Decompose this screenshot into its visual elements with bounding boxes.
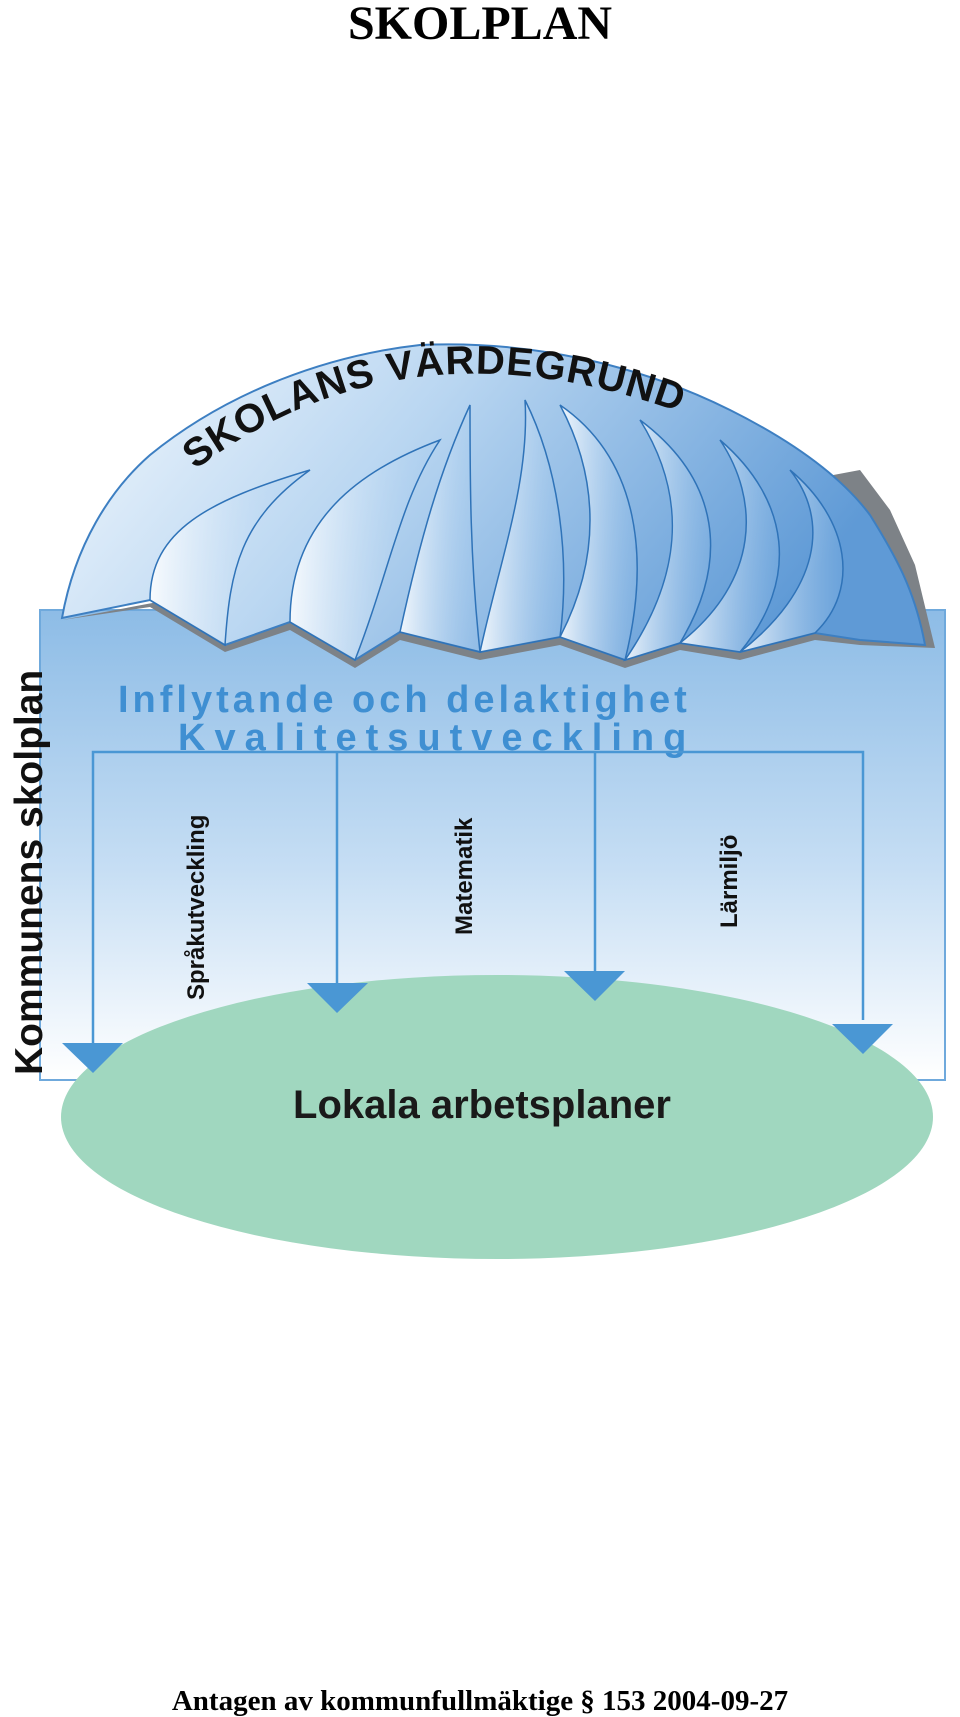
skolplan-diagram: SKOLANS VÄRDEGRUND Inflytande och delakt… (8, 338, 946, 1259)
side-label: Kommunens skolplan (8, 670, 51, 1075)
canopy (60, 343, 927, 662)
heading-line1: Inflytande och delaktighet (118, 679, 691, 721)
canopy-folds (149, 399, 844, 662)
arrow-head-2 (307, 983, 368, 1013)
column-label-larmiljo: Lärmiljö (716, 835, 743, 928)
base-label: Lokala arbetsplaner (293, 1083, 671, 1127)
adoption-footer: Antagen av kommunfullmäktige § 153 2004-… (171, 1685, 789, 1717)
page-title: SKOLPLAN (347, 0, 613, 50)
arrow-head-3 (564, 971, 625, 1001)
arrow-head-4 (832, 1024, 893, 1054)
arrow-heads (62, 971, 893, 1073)
column-label-sprakutveckling: Språkutveckling (183, 815, 210, 1000)
arrow-head-1 (62, 1043, 123, 1073)
column-label-matematik: Matematik (451, 817, 478, 935)
base-ellipse (61, 975, 933, 1259)
connector-lines (91, 750, 865, 1045)
